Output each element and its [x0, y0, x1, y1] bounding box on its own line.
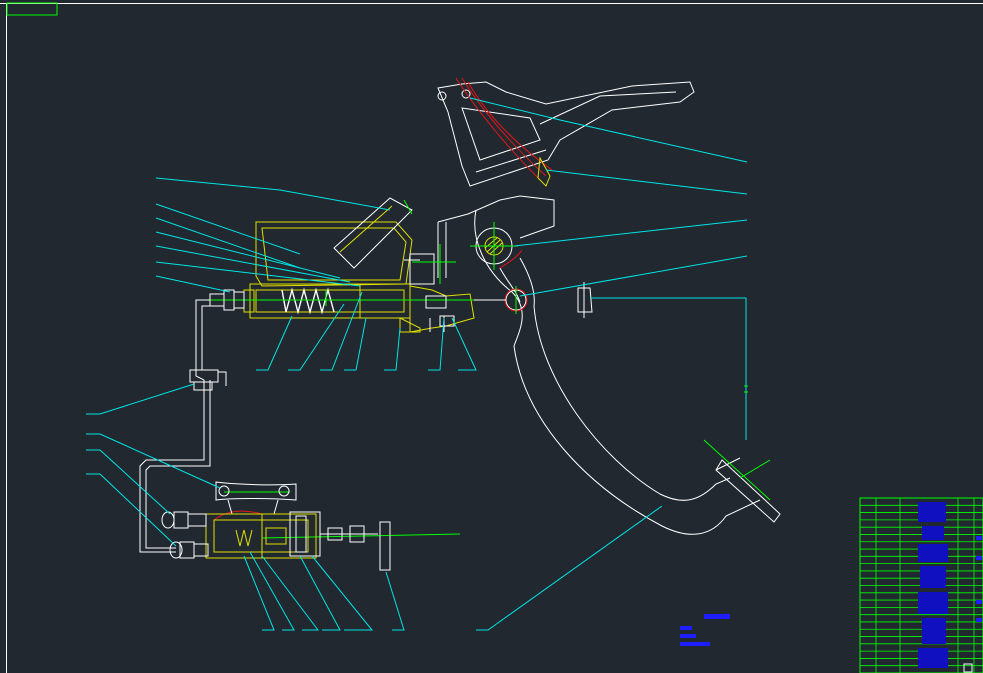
slave-cylinder-outline [161, 511, 391, 571]
drawing-frame [0, 3, 983, 673]
model-tab-icon[interactable] [6, 2, 58, 16]
pivot-section-hatch [484, 156, 551, 256]
center-marks [224, 199, 771, 539]
slave-cylinder-mount [215, 481, 297, 515]
technical-notes [680, 614, 730, 646]
dimension-marks [744, 385, 748, 393]
hydraulic-line [139, 299, 227, 553]
pedal-arm [437, 81, 781, 535]
leader-lines [86, 97, 748, 631]
title-block-table [859, 497, 983, 673]
reservoir [255, 197, 413, 287]
pedal-red-accents [213, 77, 553, 521]
master-cylinder-spring [281, 287, 335, 315]
slave-cylinder [205, 513, 317, 559]
